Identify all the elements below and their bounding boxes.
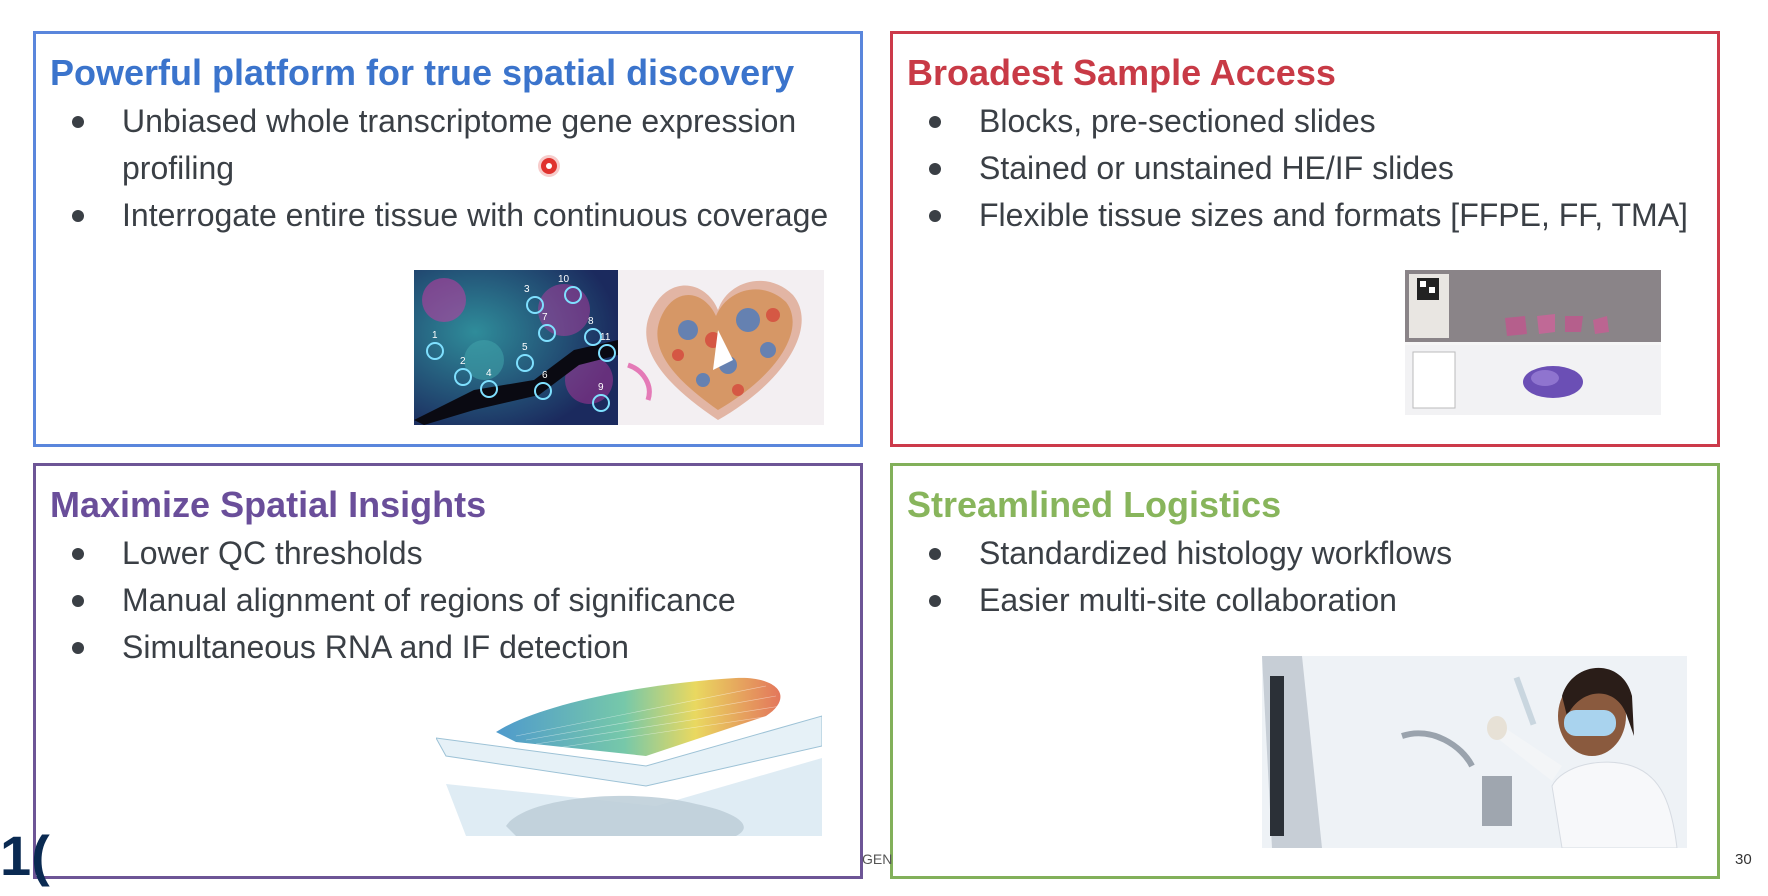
list-item: Unbiased whole transcriptome gene expres…	[50, 98, 850, 192]
panel-title: Streamlined Logistics	[907, 484, 1282, 525]
list-item: Manual alignment of regions of significa…	[50, 577, 850, 624]
list-item: Interrogate entire tissue with continuou…	[50, 192, 850, 239]
bullet-text: Easier multi-site collaboration	[979, 582, 1397, 618]
region-marker	[592, 394, 610, 412]
list-item: Lower QC thresholds	[50, 530, 850, 577]
bullet-dot-icon	[72, 548, 84, 560]
bullet-text: Interrogate entire tissue with continuou…	[122, 197, 829, 233]
panel-sample-access: Broadest Sample Access Blocks, pre-secti…	[890, 31, 1720, 447]
bullet-text: Stained or unstained HE/IF slides	[979, 150, 1454, 186]
bullet-text: Unbiased whole transcriptome gene expres…	[122, 103, 797, 186]
bullet-dot-icon	[72, 595, 84, 607]
bullet-list: Blocks, pre-sectioned slides Stained or …	[907, 98, 1707, 239]
region-label: 2	[460, 356, 466, 367]
list-item: Stained or unstained HE/IF slides	[907, 145, 1707, 192]
region-label: 3	[524, 284, 530, 295]
bullet-dot-icon	[929, 163, 941, 175]
bullet-dot-icon	[929, 210, 941, 222]
bullet-list: Unbiased whole transcriptome gene expres…	[50, 98, 850, 239]
panel-spatial-insights: Maximize Spatial Insights Lower QC thres…	[33, 463, 863, 879]
bullet-text: Standardized histology workflows	[979, 535, 1453, 571]
panel-title: Powerful platform for true spatial disco…	[50, 52, 795, 93]
bullet-text: Lower QC thresholds	[122, 535, 423, 571]
region-marker	[564, 286, 582, 304]
region-marker	[584, 328, 602, 346]
region-marker	[516, 354, 534, 372]
bullet-dot-icon	[72, 116, 84, 128]
bullet-dot-icon	[929, 595, 941, 607]
region-marker	[538, 324, 556, 342]
region-label: 6	[542, 370, 548, 381]
footer-text: GEN	[862, 851, 893, 867]
pointer-dot-icon	[541, 158, 557, 174]
page-number: 30	[1735, 851, 1752, 868]
region-label: 8	[588, 316, 594, 327]
region-marker	[426, 342, 444, 360]
glass-slides-image	[1405, 270, 1661, 415]
list-item: Easier multi-site collaboration	[907, 577, 1707, 624]
region-marker	[598, 344, 616, 362]
region-marker	[454, 368, 472, 386]
bullet-text: Blocks, pre-sectioned slides	[979, 103, 1376, 139]
region-label: 9	[598, 382, 604, 393]
lab-scientist-photo	[1262, 656, 1687, 848]
list-item: Simultaneous RNA and IF detection	[50, 624, 850, 671]
region-label: 10	[558, 274, 570, 285]
region-label: 11	[600, 332, 611, 343]
immunofluorescence-image: 3 10 7 8 11 1 2 4 5 6 9	[414, 270, 618, 425]
list-item: Flexible tissue sizes and formats [FFPE,…	[907, 192, 1707, 239]
bullet-dot-icon	[72, 210, 84, 222]
region-label: 4	[486, 368, 492, 379]
bullet-dot-icon	[72, 642, 84, 654]
panel-title: Maximize Spatial Insights	[50, 484, 487, 525]
panel-title: Broadest Sample Access	[907, 52, 1336, 93]
bullet-list: Standardized histology workflows Easier …	[907, 530, 1707, 624]
panel-logistics: Streamlined Logistics Standardized histo…	[890, 463, 1720, 879]
tissue-heatmap-image	[618, 270, 824, 425]
panel-spatial-discovery: Powerful platform for true spatial disco…	[33, 31, 863, 447]
bullet-text: Manual alignment of regions of significa…	[122, 582, 736, 618]
region-marker	[480, 380, 498, 398]
spatial-layers-image	[436, 676, 822, 846]
bullet-dot-icon	[929, 548, 941, 560]
bullet-dot-icon	[929, 116, 941, 128]
region-label: 7	[542, 312, 548, 323]
region-marker	[534, 382, 552, 400]
region-marker	[526, 296, 544, 314]
list-item: Standardized histology workflows	[907, 530, 1707, 577]
bullet-list: Lower QC thresholds Manual alignment of …	[50, 530, 850, 671]
region-label: 1	[432, 330, 438, 341]
bullet-text: Simultaneous RNA and IF detection	[122, 629, 629, 665]
region-label: 5	[522, 342, 528, 353]
list-item: Blocks, pre-sectioned slides	[907, 98, 1707, 145]
logo-fragment: 1(	[0, 824, 50, 887]
bullet-text: Flexible tissue sizes and formats [FFPE,…	[979, 197, 1688, 233]
